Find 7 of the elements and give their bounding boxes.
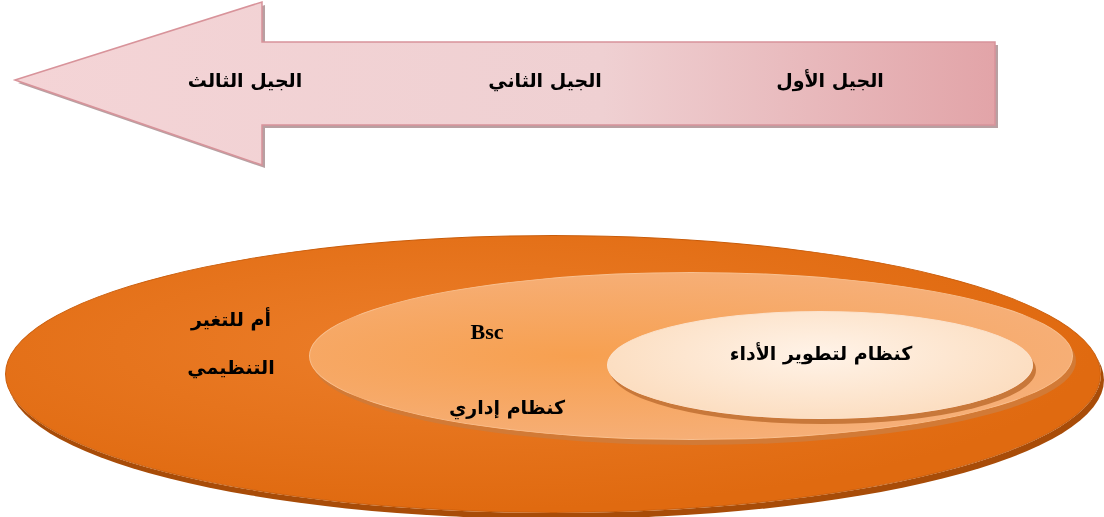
label-text: كنظام لتطوير الأداء <box>729 342 913 364</box>
label-text: كنظام إداري <box>448 396 566 418</box>
label-text: أم للتغير التنظيمي <box>186 306 276 381</box>
label-text: الجيل الثاني <box>488 69 602 91</box>
label-text: الجيل الثالث <box>187 69 303 91</box>
label-text: الجيل الأول <box>776 69 884 91</box>
label-text: Bsc <box>470 319 504 345</box>
